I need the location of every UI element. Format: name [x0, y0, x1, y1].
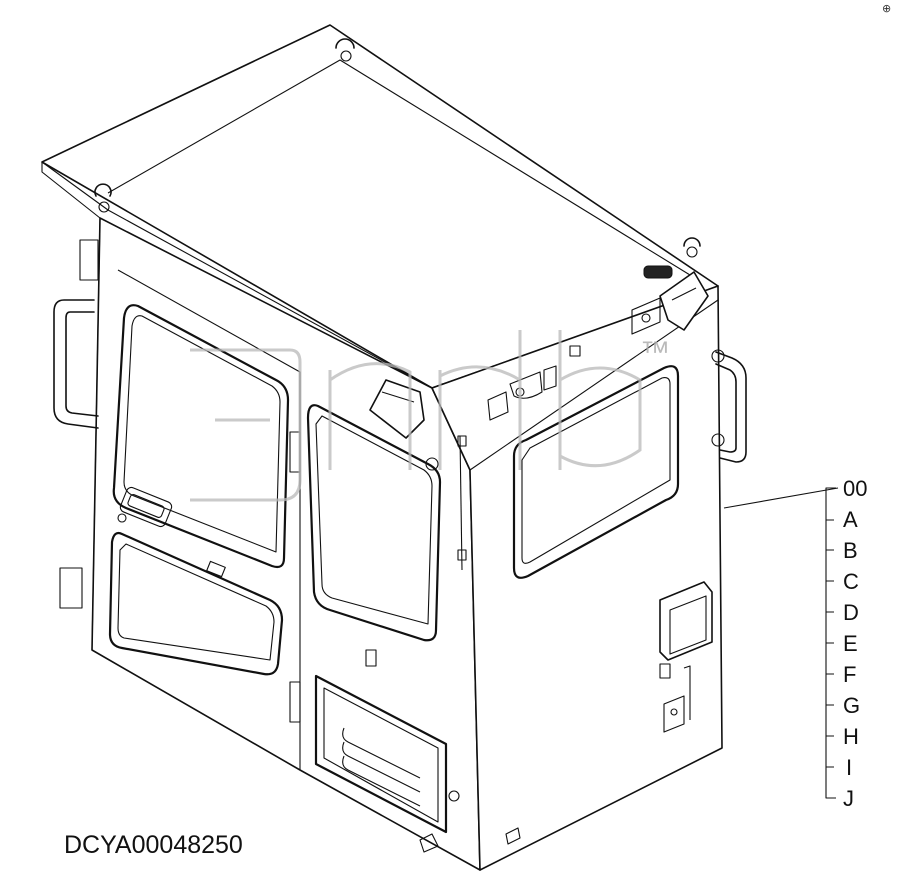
- drawing-code: DCYA00048250: [64, 831, 243, 859]
- variant-label-a: A: [843, 507, 858, 532]
- lifting-eye-top: [335, 38, 355, 62]
- variant-label-h: H: [843, 724, 859, 749]
- door-latch: [117, 486, 226, 578]
- variant-label-g: G: [843, 693, 860, 718]
- handrail-left: [53, 239, 99, 609]
- roof-lamp-right: [643, 265, 709, 331]
- corner-mark: ⊕: [882, 2, 891, 15]
- variant-label-e: E: [843, 631, 858, 656]
- variant-label-f: F: [843, 662, 856, 687]
- variant-label-c: C: [843, 569, 859, 594]
- handrail-right: [711, 349, 747, 463]
- mirror-housing: [659, 581, 713, 679]
- variant-callout: [723, 487, 839, 799]
- front-lamp-box: [631, 297, 661, 335]
- side-door: [289, 404, 442, 723]
- wiper-bracket: [457, 345, 581, 571]
- watermark: ™: [190, 330, 670, 502]
- lifting-eye-right: [683, 237, 701, 258]
- variant-label-b: B: [843, 538, 858, 563]
- variant-list: 00 A B C D E F G H I J: [843, 476, 867, 811]
- rear-window-lower: [108, 531, 284, 676]
- step-bracket: [505, 665, 691, 845]
- vent-panel: [314, 674, 460, 853]
- front-window: [512, 365, 680, 579]
- rear-window-upper: [112, 304, 290, 569]
- watermark-trademark: ™: [640, 336, 670, 369]
- variant-label-d: D: [843, 600, 859, 625]
- variant-label-00: 00: [843, 476, 867, 501]
- variant-label-i: I: [846, 755, 852, 780]
- variant-label-j: J: [843, 786, 854, 811]
- lifting-eye-left: [94, 183, 112, 213]
